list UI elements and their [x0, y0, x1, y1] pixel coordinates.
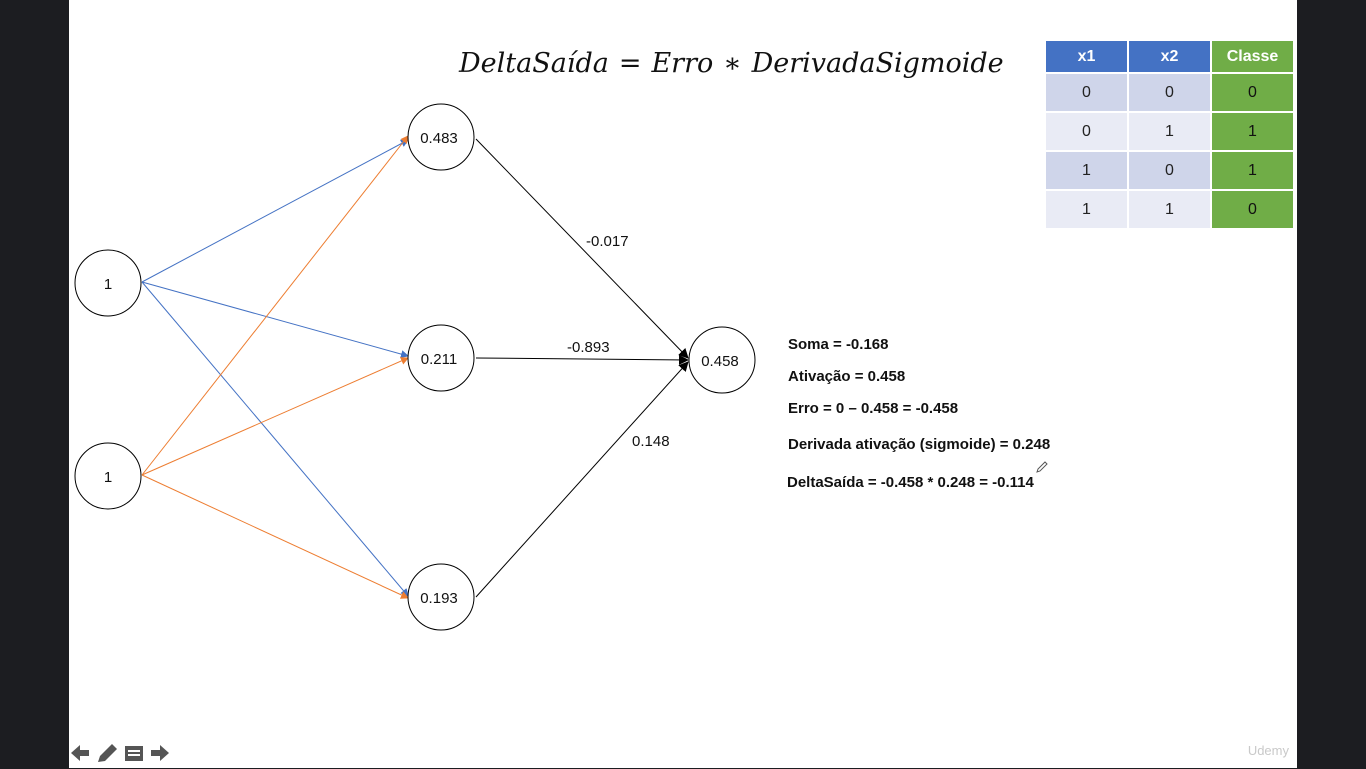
formula-multiply: ∗ — [723, 48, 742, 79]
weight-label-3: 0.148 — [632, 433, 670, 450]
input-node-1-value: 1 — [104, 276, 112, 293]
input-node-2-value: 1 — [104, 469, 112, 486]
header-x2: x2 — [1129, 41, 1210, 72]
table-row: 0 0 0 — [1046, 74, 1293, 111]
slide-controls — [69, 742, 171, 769]
slide: -0.017 -0.893 0.148 1 1 0.483 0.211 0.19… — [69, 0, 1297, 768]
output-node-value: 0.458 — [701, 353, 739, 370]
table-cell: 1 — [1046, 191, 1127, 228]
hidden-node-2: 0.211 — [407, 324, 475, 392]
edge-in1-h3 — [141, 281, 409, 597]
edge-in2-h1 — [141, 135, 409, 476]
header-x1: x1 — [1046, 41, 1127, 72]
truth-table-header: x1 x2 Classe — [1046, 41, 1293, 72]
edge-in1-h2 — [141, 281, 409, 358]
formula-term-1: Erro — [651, 48, 714, 79]
table-row: 1 0 1 — [1046, 152, 1293, 189]
formula-term-2: DerivadaSigmoide — [751, 48, 1004, 79]
table-cell: 1 — [1129, 113, 1210, 150]
hidden-node-3-value: 0.193 — [420, 590, 458, 607]
calc-delta-saida: DeltaSaída = -0.458 * 0.248 = -0.114 — [787, 474, 1034, 491]
truth-table: x1 x2 Classe 0 0 0 0 1 1 1 0 1 1 1 0 — [1044, 39, 1295, 230]
formula-delta-saida: DeltaSaída = Erro ∗ DerivadaSigmoide — [459, 48, 1004, 79]
input-node-2: 1 — [74, 442, 142, 510]
edge-in2-h2 — [141, 357, 409, 476]
pencil-icon[interactable] — [95, 742, 119, 769]
header-classe: Classe — [1212, 41, 1293, 72]
table-row: 1 1 0 — [1046, 191, 1293, 228]
table-row: 0 1 1 — [1046, 113, 1293, 150]
neural-network-diagram: -0.017 -0.893 0.148 1 1 0.483 0.211 0.19… — [74, 103, 756, 631]
edge-h2-out — [475, 354, 689, 365]
table-cell: 1 — [1212, 152, 1293, 189]
table-cell: 1 — [1212, 113, 1293, 150]
calc-soma: Soma = -0.168 — [788, 336, 889, 353]
arrow-right-icon[interactable] — [149, 742, 171, 769]
pen-cursor-icon — [1036, 461, 1048, 473]
table-cell: 0 — [1046, 113, 1127, 150]
hidden-node-1-value: 0.483 — [420, 130, 458, 147]
formula-lhs: DeltaSaída — [459, 48, 609, 79]
table-cell: 0 — [1212, 74, 1293, 111]
output-node: 0.458 — [688, 326, 756, 394]
udemy-watermark: Udemy — [1247, 743, 1289, 758]
table-cell: 0 — [1129, 74, 1210, 111]
weight-label-2: -0.893 — [567, 339, 610, 356]
table-cell: 1 — [1129, 191, 1210, 228]
table-cell: 1 — [1046, 152, 1127, 189]
arrow-left-icon[interactable] — [69, 742, 91, 769]
calc-erro: Erro = 0 – 0.458 = -0.458 — [788, 400, 959, 417]
hidden-node-3: 0.193 — [407, 563, 475, 631]
table-cell: 0 — [1212, 191, 1293, 228]
edge-h3-out — [475, 361, 689, 598]
input-node-1: 1 — [74, 249, 142, 317]
edge-in2-h3 — [141, 474, 409, 599]
formula-equals: = — [618, 48, 642, 79]
weight-label-1: -0.017 — [586, 233, 629, 250]
hidden-node-1: 0.483 — [407, 103, 475, 171]
calc-ativacao: Ativação = 0.458 — [788, 368, 906, 385]
hidden-node-2-value: 0.211 — [421, 351, 457, 368]
menu-icon[interactable] — [123, 742, 145, 769]
edge-in1-h1 — [141, 139, 409, 283]
edge-h1-out — [475, 138, 689, 359]
calc-derivada: Derivada ativação (sigmoide) = 0.248 — [788, 436, 1051, 453]
table-cell: 0 — [1046, 74, 1127, 111]
table-cell: 0 — [1129, 152, 1210, 189]
